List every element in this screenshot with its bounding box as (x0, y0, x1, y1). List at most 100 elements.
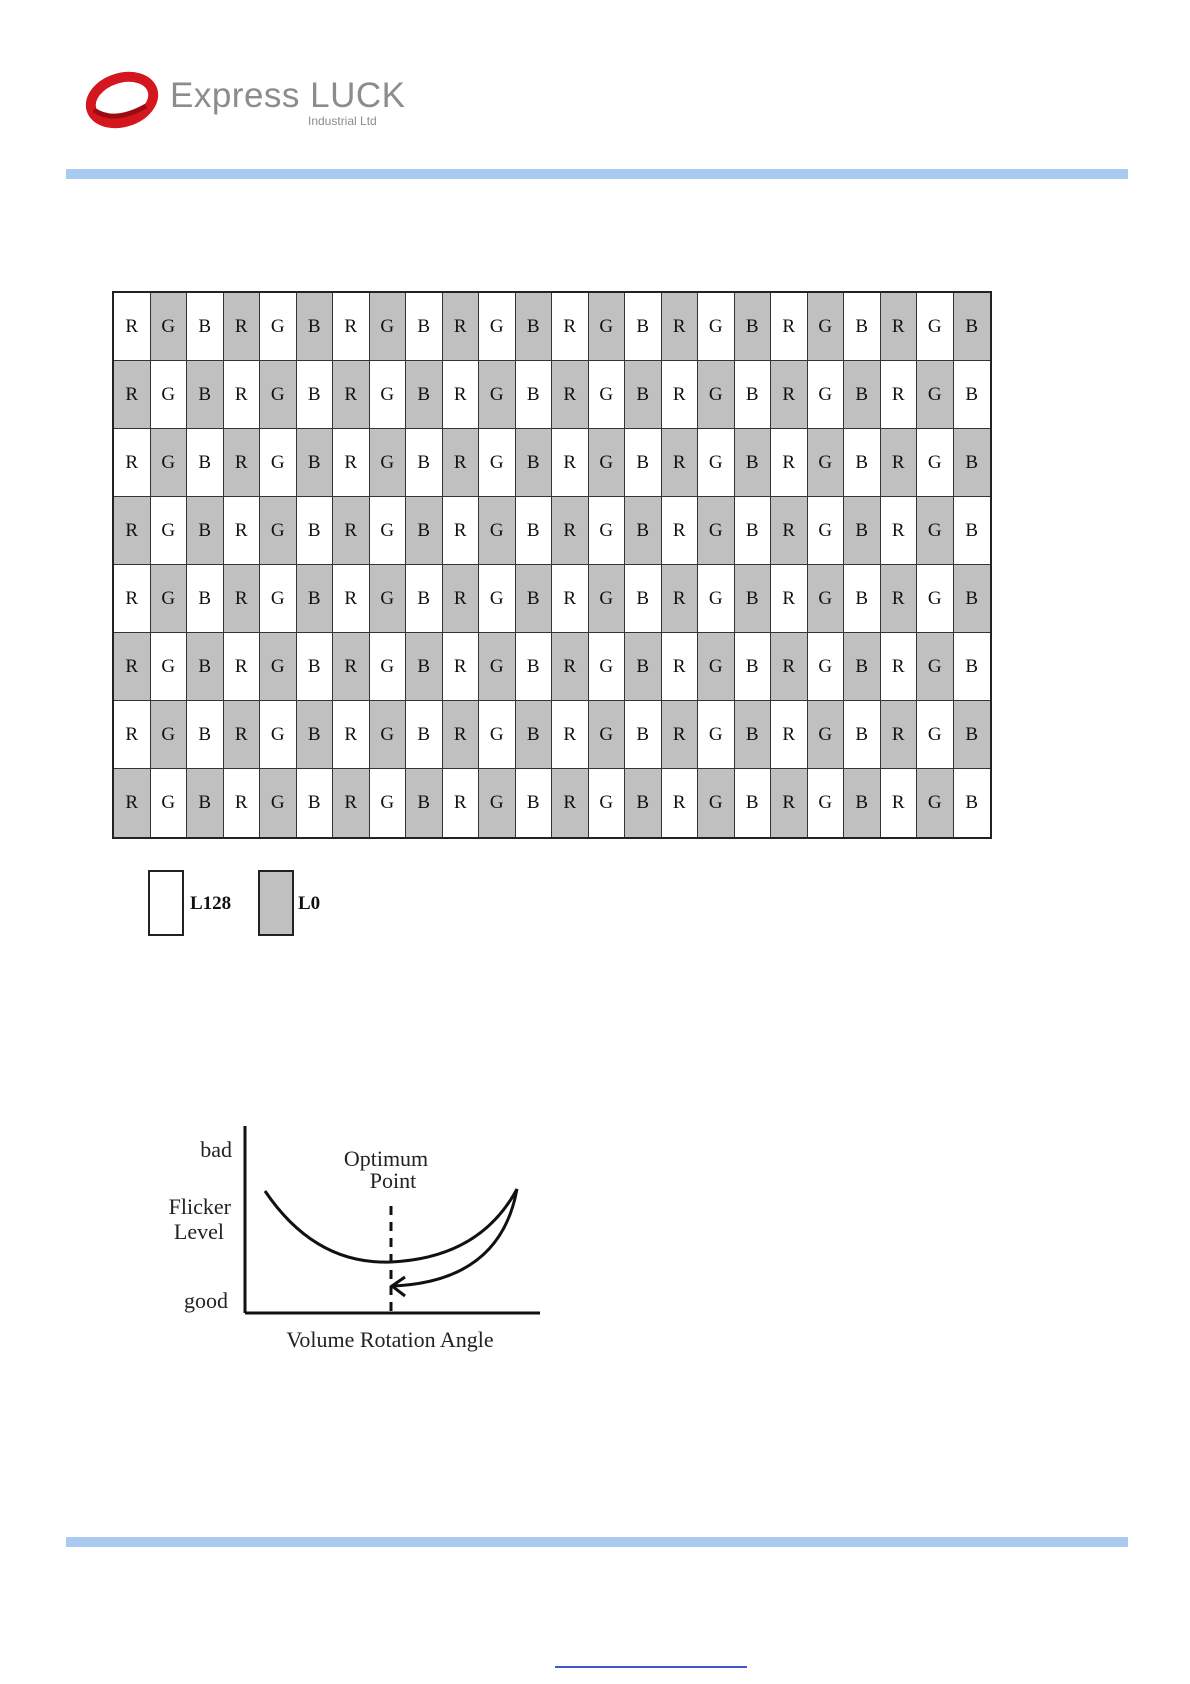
pattern-cell: R (552, 769, 589, 837)
optimum-label-line2: Point (370, 1168, 416, 1193)
pattern-cell: B (515, 701, 552, 769)
pattern-cell: R (771, 429, 808, 497)
y-title-line1: Flicker (169, 1194, 232, 1219)
pattern-cell: R (880, 361, 917, 429)
y-title-line2: Level (174, 1219, 224, 1244)
pattern-cell: G (917, 361, 954, 429)
pattern-cell: B (406, 429, 443, 497)
pattern-cell: R (442, 497, 479, 565)
pattern-cell: R (552, 701, 589, 769)
pattern-cell: G (588, 769, 625, 837)
legend-label-white: L128 (190, 893, 232, 914)
pattern-cell: R (114, 701, 151, 769)
legend-swatch-white (148, 870, 184, 936)
pattern-cell: R (771, 565, 808, 633)
pattern-cell: G (807, 497, 844, 565)
pattern-cell: R (661, 293, 698, 361)
pattern-cell: R (223, 769, 260, 837)
pattern-cell: R (223, 565, 260, 633)
pattern-cell: B (187, 565, 224, 633)
pattern-cell: G (917, 429, 954, 497)
pattern-cell: R (880, 701, 917, 769)
pattern-cell: G (588, 429, 625, 497)
pattern-cell: B (515, 361, 552, 429)
x-title: Volume Rotation Angle (286, 1327, 493, 1352)
pattern-cell: R (223, 429, 260, 497)
pattern-cell: G (698, 565, 735, 633)
pattern-cell: R (880, 429, 917, 497)
pattern-cell: B (296, 497, 333, 565)
pattern-cell: R (880, 293, 917, 361)
pattern-cell: B (187, 429, 224, 497)
pattern-cell: G (150, 361, 187, 429)
pattern-cell: R (880, 769, 917, 837)
pattern-cell: G (150, 701, 187, 769)
pattern-cell: B (844, 565, 881, 633)
pattern-cell: B (844, 497, 881, 565)
pattern-cell: G (698, 701, 735, 769)
pattern-cell: B (187, 497, 224, 565)
company-subtitle: Industrial Ltd (308, 114, 377, 128)
pattern-cell: B (625, 361, 662, 429)
pattern-cell: G (698, 361, 735, 429)
pattern-cell: R (880, 497, 917, 565)
pattern-cell: G (807, 565, 844, 633)
pattern-cell: G (807, 769, 844, 837)
pattern-cell: B (734, 701, 771, 769)
pattern-cell: B (953, 361, 990, 429)
pattern-cell: B (625, 565, 662, 633)
pattern-cell: B (734, 361, 771, 429)
pattern-cell: G (807, 361, 844, 429)
pattern-cell: B (953, 633, 990, 701)
pattern-cell: B (734, 293, 771, 361)
pattern-cell: R (771, 361, 808, 429)
pattern-cell: R (661, 565, 698, 633)
pattern-cell: R (552, 429, 589, 497)
pattern-cell: B (844, 429, 881, 497)
pattern-cell: R (333, 497, 370, 565)
pattern-cell: B (515, 769, 552, 837)
pattern-cell: B (844, 361, 881, 429)
pattern-cell: B (406, 565, 443, 633)
pattern-cell: G (369, 293, 406, 361)
pattern-cell: B (953, 565, 990, 633)
pattern-cell: B (296, 565, 333, 633)
pattern-cell: G (369, 565, 406, 633)
pattern-cell: G (698, 429, 735, 497)
pattern-cell: R (223, 497, 260, 565)
pattern-cell: R (771, 701, 808, 769)
pattern-cell: B (187, 293, 224, 361)
pattern-cell: G (369, 701, 406, 769)
pattern-cell: B (296, 633, 333, 701)
pattern-cell: G (807, 701, 844, 769)
pattern-cell: B (625, 633, 662, 701)
pattern-cell: G (479, 565, 516, 633)
pattern-cell: R (442, 565, 479, 633)
company-logo: Express LUCK Industrial Ltd (84, 62, 414, 134)
pattern-cell: G (479, 701, 516, 769)
pattern-cell: R (661, 701, 698, 769)
pattern-cell: G (588, 361, 625, 429)
pattern-cell: B (734, 429, 771, 497)
pattern-cell: G (917, 769, 954, 837)
pattern-cell: B (515, 293, 552, 361)
pattern-cell: G (260, 497, 297, 565)
pattern-cell: G (479, 497, 516, 565)
pattern-cell: G (479, 769, 516, 837)
pattern-cell: R (880, 633, 917, 701)
pattern-cell: B (187, 633, 224, 701)
pattern-cell: B (734, 565, 771, 633)
pattern-cell: G (150, 497, 187, 565)
pattern-cell: R (552, 565, 589, 633)
pattern-cell: R (771, 769, 808, 837)
pattern-cell: G (260, 429, 297, 497)
pattern-cell: B (406, 293, 443, 361)
pattern-cell: R (114, 293, 151, 361)
footer-link-underline[interactable] (555, 1666, 747, 1668)
y-top-label: bad (200, 1137, 232, 1162)
pattern-cell: G (479, 293, 516, 361)
pattern-cell: G (260, 633, 297, 701)
pattern-cell: G (260, 565, 297, 633)
